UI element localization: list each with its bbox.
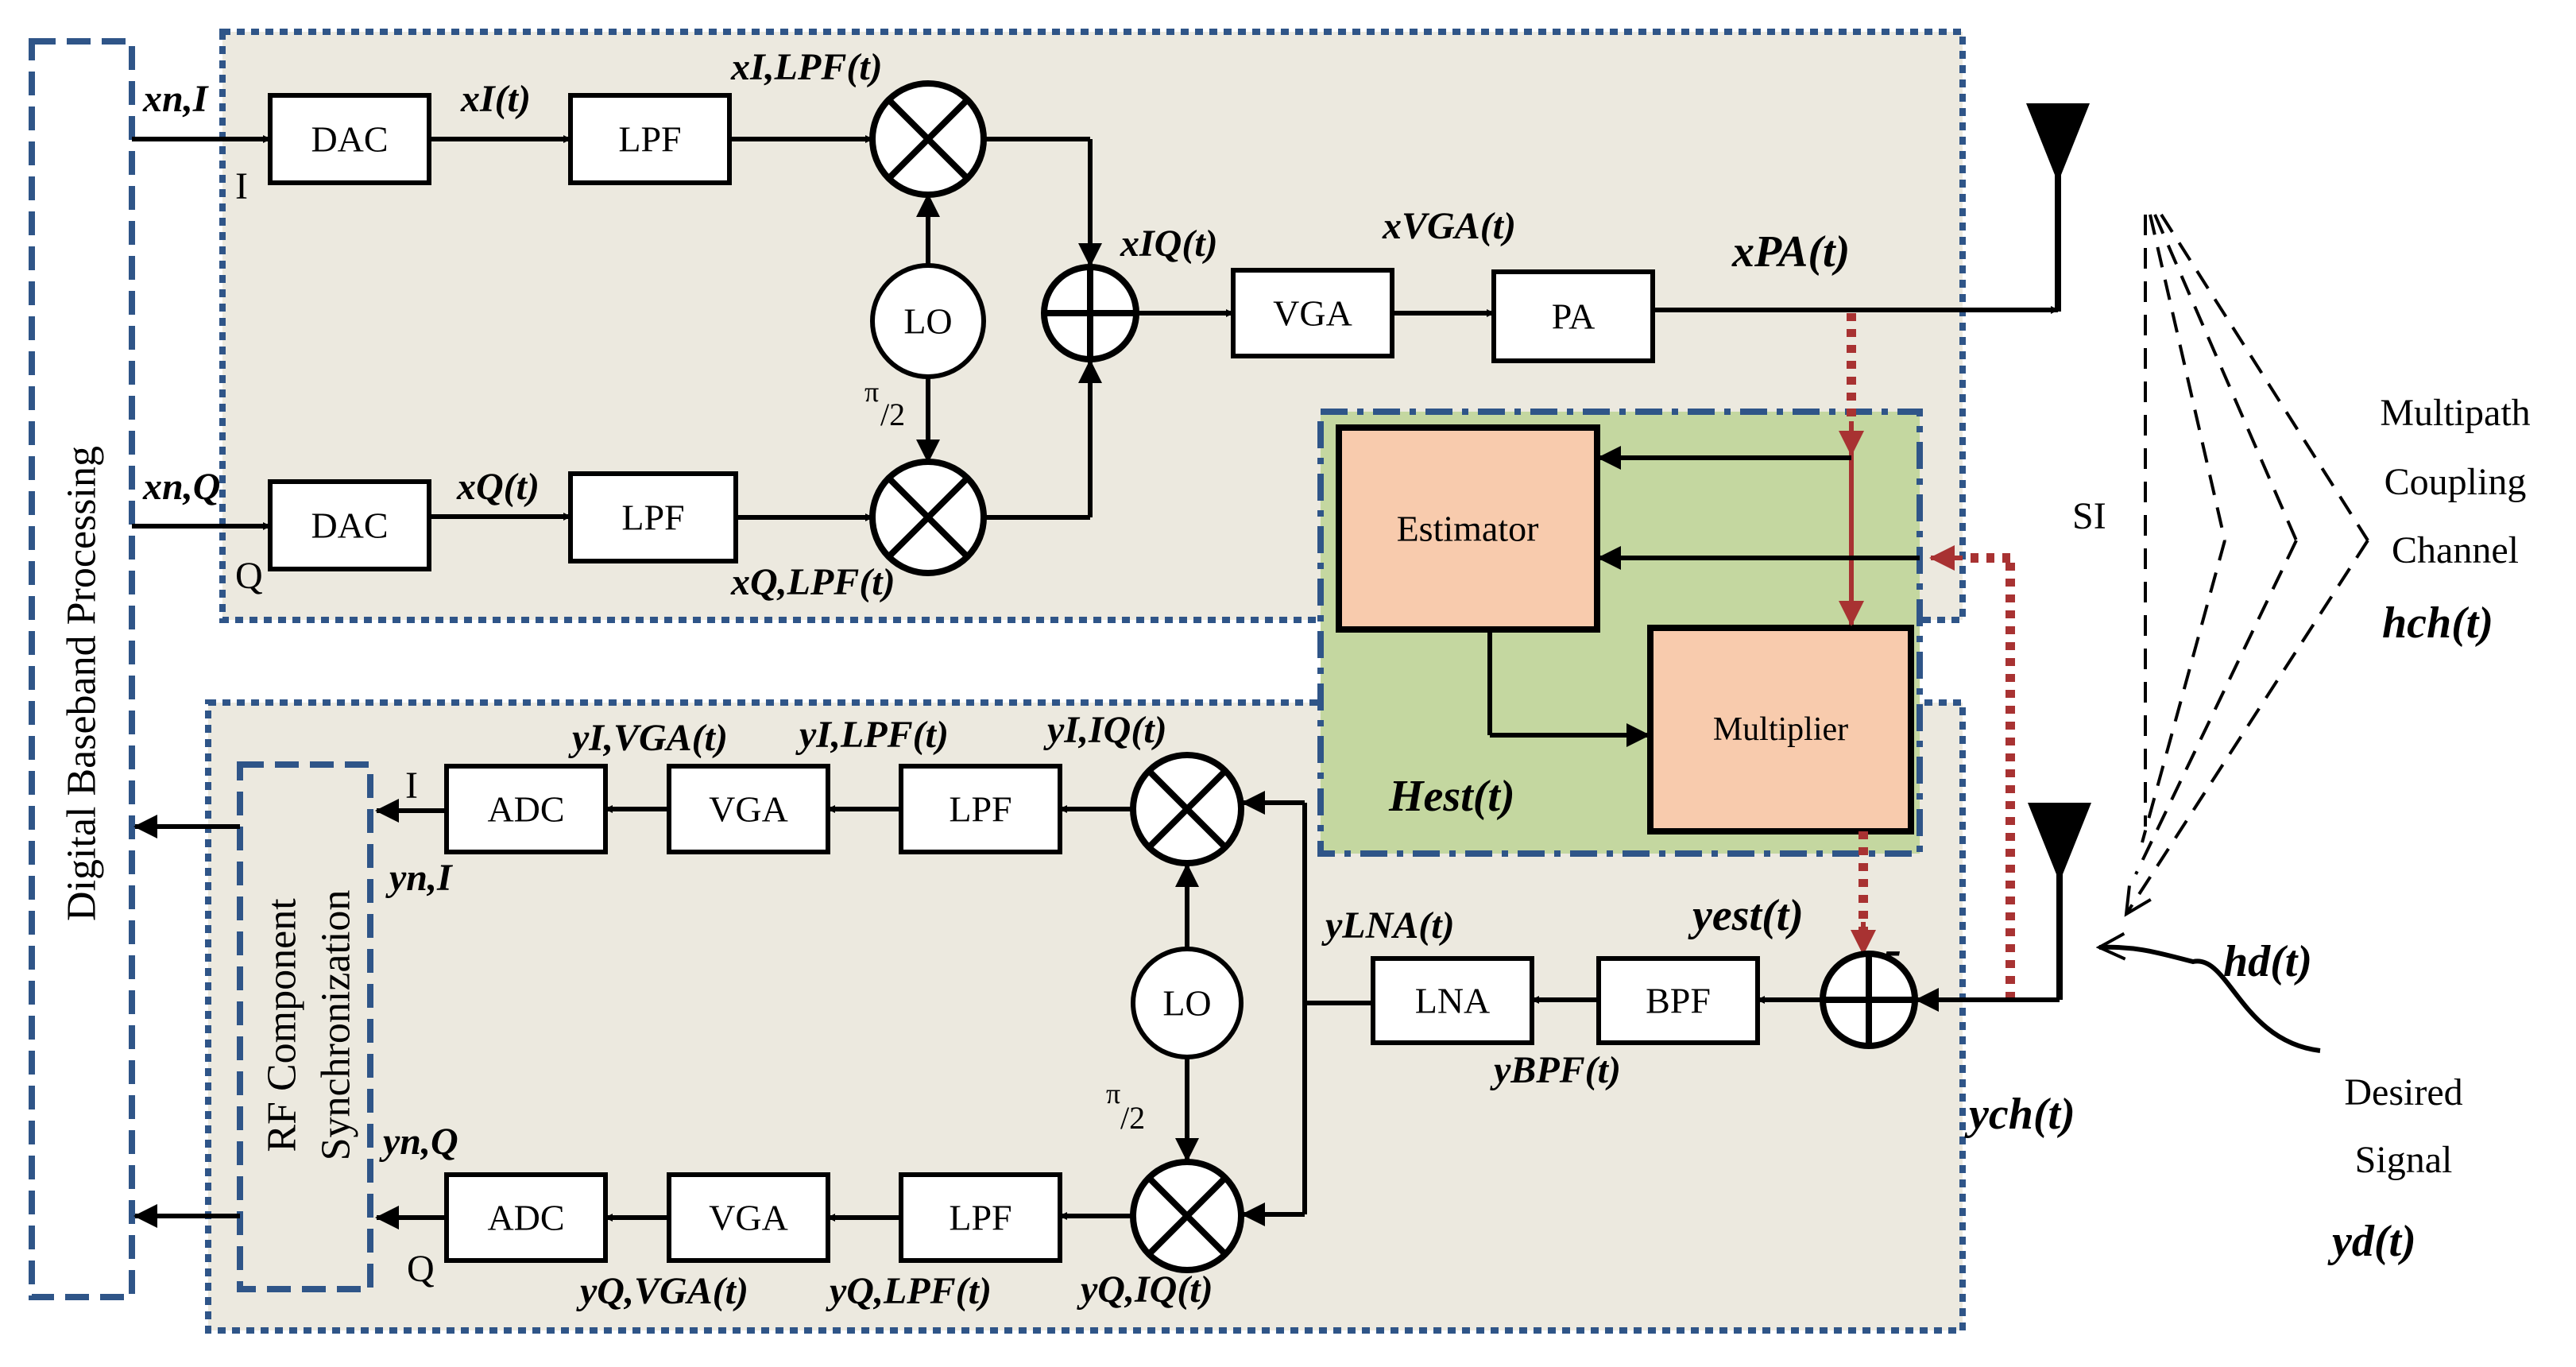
sync-label-line2: Synchronization xyxy=(314,890,359,1161)
vga-rx-i-label: VGA xyxy=(709,789,788,830)
signal-y-nQ: yn,Q xyxy=(379,1121,458,1163)
multipath-label-line2: Coupling xyxy=(2385,461,2527,503)
baseband-label: Digital Baseband Processing xyxy=(60,446,105,921)
y-d-label: yd(t) xyxy=(2327,1217,2416,1266)
desired-label-line2: Signal xyxy=(2355,1139,2453,1181)
mixer-tx-q-icon xyxy=(869,459,987,576)
rx-q-branch-label: Q xyxy=(407,1248,435,1290)
lo-rx-label: LO xyxy=(1162,983,1211,1024)
signal-y-QLPF: yQ,LPF(t) xyxy=(826,1270,992,1312)
adc-i-label: ADC xyxy=(487,789,564,830)
signal-x-QLPF: xQ,LPF(t) xyxy=(730,561,895,603)
mixer-tx-i-icon xyxy=(869,80,987,198)
multiplier-block xyxy=(1647,625,1914,835)
signal-x-I: xI(t) xyxy=(460,78,531,120)
multipath-label-line3: Channel xyxy=(2392,529,2519,571)
multiplier-label: Multiplier xyxy=(1713,711,1848,748)
signal-y-BPF: yBPF(t) xyxy=(1490,1049,1621,1091)
vga-tx-label: VGA xyxy=(1273,293,1352,334)
rx-antenna-icon xyxy=(2028,803,2091,1000)
bpf-label: BPF xyxy=(1646,981,1711,1021)
pa-block xyxy=(1491,269,1655,363)
lna-label: LNA xyxy=(1415,981,1491,1021)
dac-q-block xyxy=(268,479,431,571)
signal-x-nQ: xn,Q xyxy=(142,466,220,508)
signal-y-ILPF: yI,LPF(t) xyxy=(795,714,949,756)
rx-i-branch-label: I xyxy=(405,765,418,807)
lna-block xyxy=(1371,956,1534,1045)
signal-y-IIQ: yI,IQ(t) xyxy=(1043,709,1167,751)
adc-q-label: ADC xyxy=(487,1198,564,1238)
minus-sign: - xyxy=(1885,920,1901,977)
h-ch-label: hch(t) xyxy=(2382,598,2493,648)
signal-y-IVGA: yI,VGA(t) xyxy=(568,717,728,759)
sync-panel xyxy=(237,761,373,1292)
signal-x-nI: xn,I xyxy=(142,78,210,120)
signal-y-QVGA: yQ,VGA(t) xyxy=(576,1270,748,1312)
phase-shift-tx-den: /2 xyxy=(880,397,905,432)
sync-label-line1: RF Component xyxy=(260,898,305,1152)
lo-tx-label: LO xyxy=(903,301,952,342)
signal-y-ch: ych(t) xyxy=(1964,1090,2075,1139)
vga-rx-q-label: VGA xyxy=(709,1198,788,1238)
signal-y-QIQ: yQ,IQ(t) xyxy=(1077,1268,1213,1311)
lpf-rx-i-label: LPF xyxy=(949,789,1011,830)
pa-label: PA xyxy=(1552,296,1595,337)
h-est-label: Hest(t) xyxy=(1388,772,1515,821)
h-d-label: hd(t) xyxy=(2223,937,2312,986)
dac-q-label: DAC xyxy=(311,505,388,546)
q-branch-label: Q xyxy=(235,555,263,597)
si-coupling-dashed-lines xyxy=(2126,213,2369,914)
vga-tx-block xyxy=(1231,268,1394,358)
phase-shift-rx-pi: π xyxy=(1106,1078,1120,1109)
adc-i-block xyxy=(444,764,608,854)
signal-x-PA: xPA(t) xyxy=(1731,227,1850,277)
signal-x-ILPF: xI,LPF(t) xyxy=(730,46,883,88)
vga-rx-i-block xyxy=(667,764,830,854)
desired-label-line1: Desired xyxy=(2344,1071,2462,1113)
estimator-label: Estimator xyxy=(1397,509,1539,549)
tx-antenna-icon xyxy=(2026,103,2090,312)
lpf-rx-q-label: LPF xyxy=(949,1198,1011,1238)
phase-shift-rx-den: /2 xyxy=(1120,1100,1145,1136)
multipath-label-line1: Multipath xyxy=(2380,392,2530,434)
signal-y-nI: yn,I xyxy=(385,857,454,899)
lpf-rx-q-block xyxy=(899,1172,1062,1263)
signal-y-LNA: yLNA(t) xyxy=(1321,904,1455,947)
signal-x-Q: xQ(t) xyxy=(456,466,540,508)
adder-tx-icon xyxy=(1041,264,1139,362)
mixer-rx-q-icon xyxy=(1130,1159,1244,1273)
lpf-i-block xyxy=(568,93,732,185)
si-label: SI xyxy=(2072,495,2106,537)
mixer-rx-i-icon xyxy=(1130,752,1244,866)
dac-i-label: DAC xyxy=(311,119,388,160)
lpf-q-label: LPF xyxy=(621,498,684,538)
desired-signal-curve xyxy=(2099,947,2321,1053)
phase-shift-tx-pi: π xyxy=(864,376,879,408)
signal-x-IQ: xIQ(t) xyxy=(1120,223,1218,265)
signal-x-VGA: xVGA(t) xyxy=(1382,205,1516,247)
lpf-i-label: LPF xyxy=(618,119,681,160)
estimator-block xyxy=(1336,424,1600,633)
adc-q-block xyxy=(444,1172,608,1263)
i-branch-label: I xyxy=(235,165,248,207)
baseband-panel xyxy=(29,38,135,1300)
vga-rx-q-block xyxy=(667,1172,830,1263)
signal-y-est: yest(t) xyxy=(1688,891,1804,940)
